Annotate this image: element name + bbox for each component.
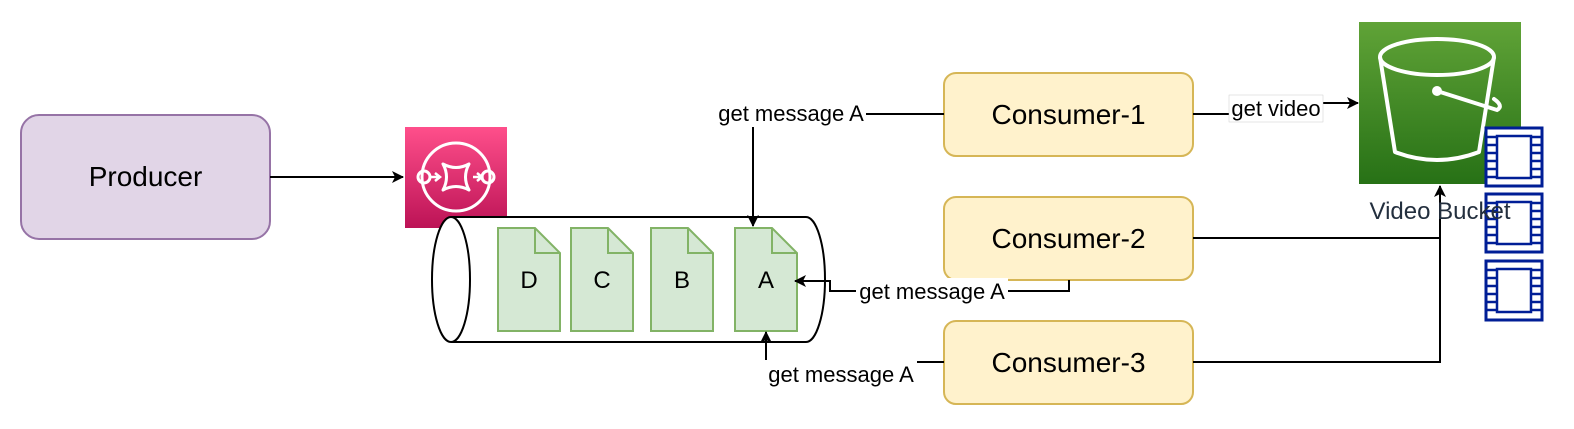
message-b: B [650,227,714,332]
message-a-label: A [758,267,774,294]
consumer-2-edge-label: get message A [859,279,1005,304]
consumer-2-node[interactable]: Consumer-2 [943,196,1194,281]
film-strip-icon [1484,126,1544,322]
consumer-3-node[interactable]: Consumer-3 [943,320,1194,405]
message-c-label: C [593,267,610,294]
consumer-1-node[interactable]: Consumer-1 [943,72,1194,157]
producer-label: Producer [89,161,203,192]
consumer-1-to-queue-edge: get message A [716,99,944,227]
consumer-3-to-queue-edge: get message A [760,331,944,388]
consumer-3-edge-label: get message A [768,362,914,387]
message-d: D [497,227,561,332]
consumer-3-label: Consumer-3 [991,347,1145,378]
message-b-label: B [674,267,690,294]
message-d-label: D [520,267,537,294]
consumer-1-to-bucket-edge: get video [1193,94,1359,123]
consumer-3-to-bucket-edge [1193,238,1441,363]
consumer-2-to-queue-edge: get message A [794,275,1070,306]
producer-node[interactable]: Producer [20,114,271,240]
sqs-icon [405,127,507,228]
message-a: A [734,227,798,332]
consumer-1-label: Consumer-1 [991,99,1145,130]
consumer-1-edge-label: get message A [718,101,864,126]
consumer-1-bucket-edge-label: get video [1231,96,1320,121]
bucket-label: Video Bucket [1370,198,1511,225]
message-c: C [570,227,634,332]
consumer-2-label: Consumer-2 [991,223,1145,254]
